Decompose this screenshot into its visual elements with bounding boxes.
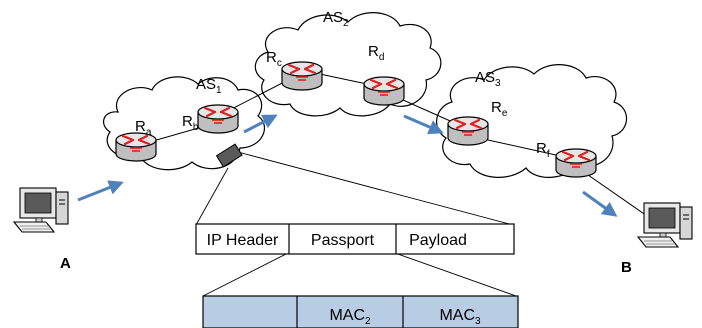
packet-field-passport: Passport xyxy=(311,232,375,249)
as2-label: AS2 xyxy=(323,9,349,29)
passport-field-mac-3: MAC3 xyxy=(439,307,481,327)
as1-label: AS1 xyxy=(196,76,222,96)
router-rd-label: Rd xyxy=(368,43,384,63)
router-rb xyxy=(196,103,240,135)
host-b-label: B xyxy=(621,259,632,276)
router-rf xyxy=(554,147,598,179)
packet-structure: IP Header Passport Payload xyxy=(195,223,515,255)
host-a-label: A xyxy=(60,255,71,272)
router-rc xyxy=(280,60,324,92)
router-re-label: Re xyxy=(491,99,508,119)
computer-b-icon xyxy=(637,202,693,248)
packet-field-payload: Payload xyxy=(409,232,467,249)
as3-label: AS3 xyxy=(475,69,501,89)
router-ra-label: Ra xyxy=(135,118,152,138)
packet-icon xyxy=(215,143,243,168)
passport-field-mac-2: MAC2 xyxy=(329,307,371,327)
passport-structure: MAC2 MAC3 xyxy=(202,295,519,328)
router-rd xyxy=(362,75,406,107)
router-re xyxy=(446,115,490,147)
packet-field-ip-header: IP Header xyxy=(207,232,279,249)
router-rb-label: Rb xyxy=(182,113,199,133)
router-rf-label: Rf xyxy=(536,140,550,160)
router-rc-label: Rc xyxy=(266,49,282,69)
computer-a-icon xyxy=(13,187,69,233)
